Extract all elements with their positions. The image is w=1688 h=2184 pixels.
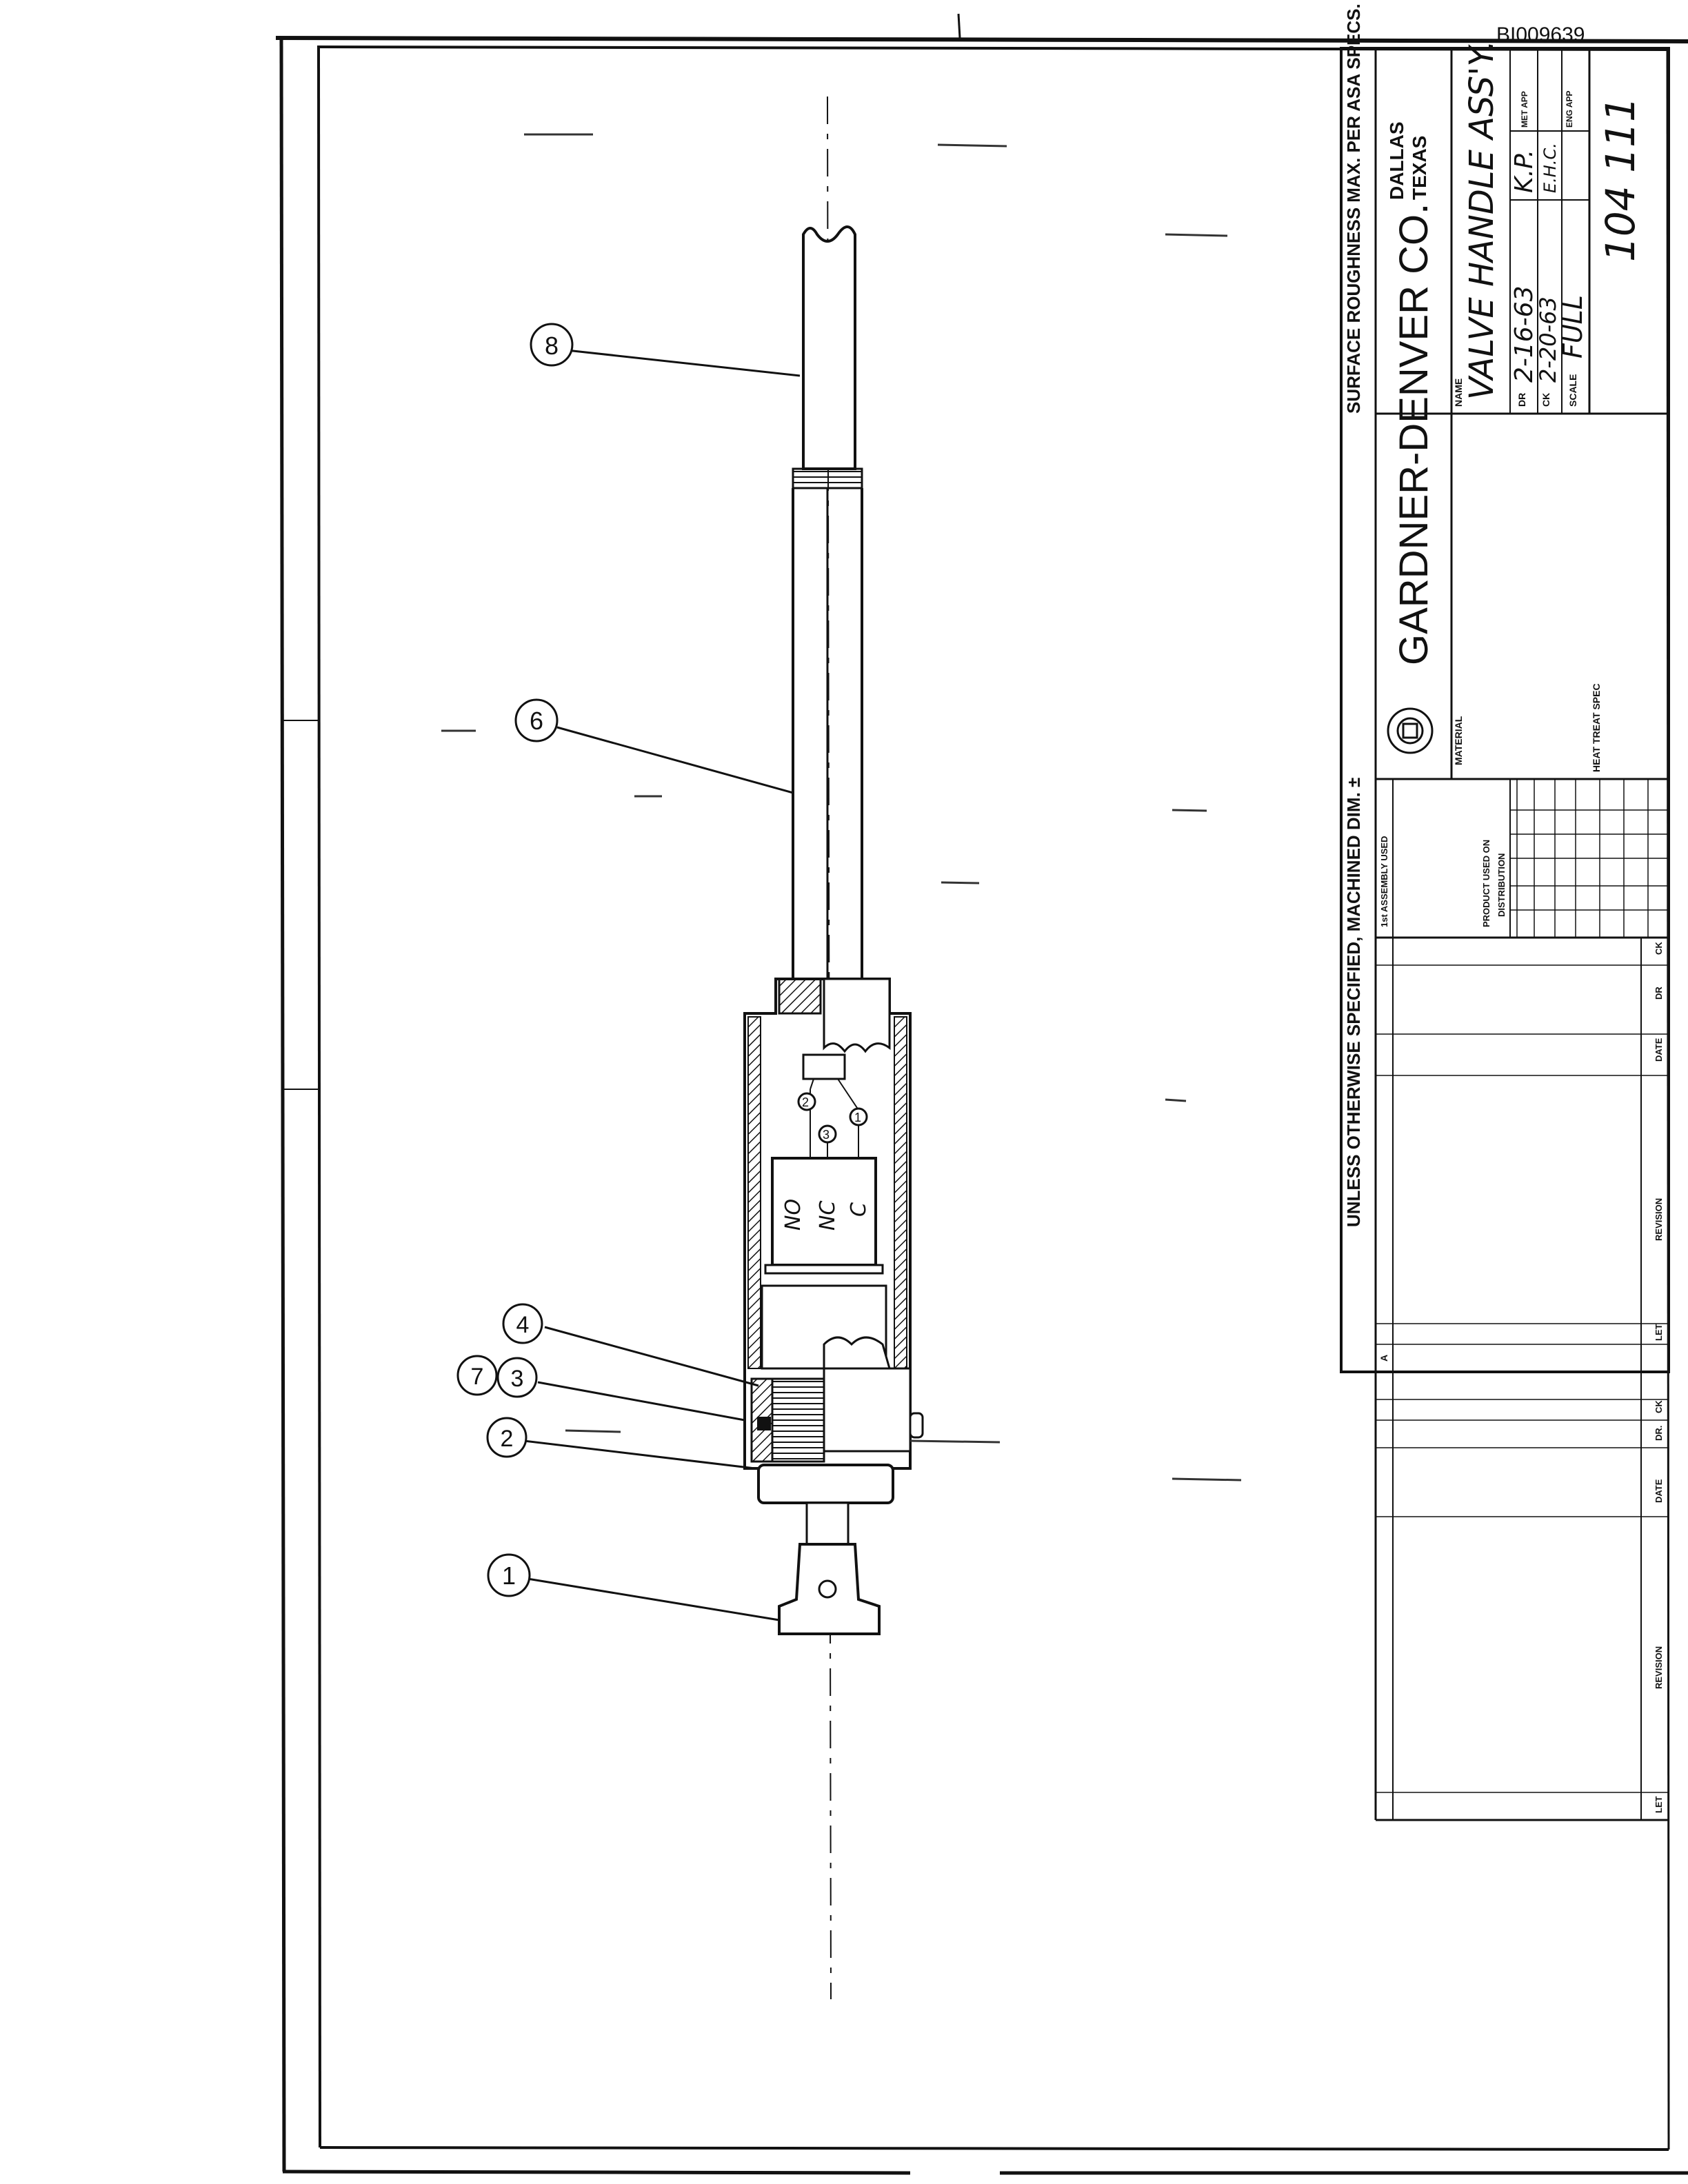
company-state: TEXAS (1409, 136, 1430, 200)
name-label: NAME (1453, 378, 1464, 407)
balloon-8-label: 8 (545, 332, 559, 360)
leader-lines (523, 349, 801, 1621)
met-app-label: MET APP (1520, 91, 1529, 128)
dr-date: 2-16-63 (1510, 285, 1538, 383)
rev-dr-label: DR (1654, 987, 1664, 1000)
balloon-6-label: 6 (530, 707, 543, 735)
ck-initials: E.H.C. (1540, 143, 1560, 193)
rev2-revision-label: REVISION (1654, 1646, 1664, 1689)
balloon-2: 2 (486, 1417, 528, 1458)
company-logo (1387, 707, 1434, 754)
valve-handle-drawing: 2 3 1 NO NC C (743, 96, 924, 2000)
balloon-1-label: 1 (502, 1561, 516, 1590)
rev-date-label: DATE (1654, 1038, 1664, 1062)
rev2-date-label: DATE (1654, 1479, 1664, 1503)
eng-app-label: ENG APP (1565, 90, 1574, 128)
balloon-8: 8 (530, 323, 574, 367)
company-name: GARDNER-DENVER CO. (1391, 203, 1436, 665)
scale-value: FULL (1558, 295, 1588, 358)
ck-label: CK (1540, 393, 1551, 407)
balloon-3: 3 (496, 1357, 538, 1398)
switch-no-label: NO (781, 1199, 805, 1231)
balloon-3-label: 3 (511, 1366, 524, 1392)
wire-2-label: 2 (802, 1095, 809, 1109)
balloon-2-label: 2 (501, 1426, 514, 1452)
company-city: DALLAS (1386, 121, 1407, 200)
ck-date: 2-20-63 (1535, 296, 1561, 383)
distribution-label: DISTRIBUTION (1496, 853, 1507, 917)
switch-nc-label: NC (816, 1201, 840, 1231)
drawing-name: VALVE HANDLE ASS'Y. (1463, 40, 1501, 400)
rev-revision-label: REVISION (1654, 1198, 1664, 1241)
title-block (1340, 47, 1670, 1821)
wire-1-label: 1 (854, 1111, 861, 1124)
dr-label: DR (1516, 393, 1527, 407)
balloon-7-label: 7 (471, 1364, 484, 1390)
rev2-dr-label: DR. (1654, 1426, 1664, 1441)
wire-3-label: 3 (823, 1128, 830, 1142)
machined-dim-note: UNLESS OTHERWISE SPECIFIED, MACHINED DIM… (1343, 778, 1364, 1227)
scale-label: SCALE (1567, 374, 1578, 407)
dr-initials: K.P. (1510, 150, 1538, 193)
drawing-number: 104 111 (1597, 97, 1644, 262)
material-label: MATERIAL (1453, 716, 1464, 765)
balloon-1: 1 (487, 1553, 531, 1597)
rev-ck-label: CK (1654, 942, 1664, 955)
scan-artifacts (441, 133, 1242, 1482)
rev2-ck-label: CK (1654, 1400, 1664, 1413)
balloon-6: 6 (514, 698, 559, 742)
rev2-let-label: LET (1654, 1796, 1664, 1813)
balloon-4: 4 (502, 1303, 543, 1344)
rev-let-label: LET (1654, 1324, 1664, 1341)
balloon-4-label: 4 (516, 1312, 530, 1338)
balloon-7: 7 (456, 1355, 498, 1396)
stamp-id: BI009639 (1496, 23, 1585, 46)
heat-treat-label: HEAT TREAT SPEC (1591, 683, 1602, 772)
surface-roughness-note: SURFACE ROUGHNESS MAX. PER ASA SPECS. (1343, 3, 1364, 414)
sheet-border (275, 13, 1688, 2175)
rev-row-letter: A (1378, 1355, 1389, 1362)
product-used-on-label: PRODUCT USED ON (1481, 840, 1491, 927)
first-assembly-label: 1st ASSEMBLY USED (1379, 836, 1389, 927)
switch-c-label: C (847, 1202, 871, 1217)
